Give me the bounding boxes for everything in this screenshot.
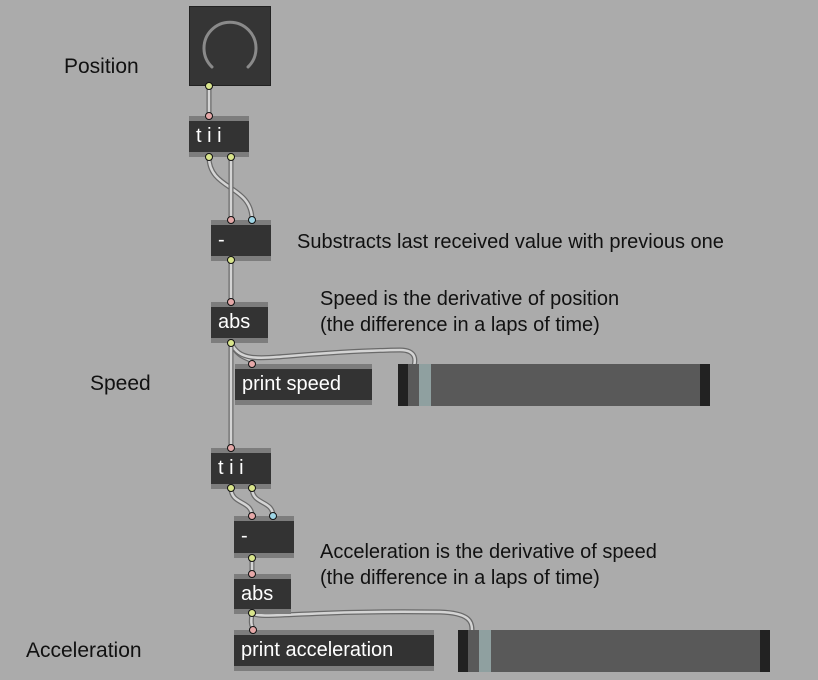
slider-left-cap [458,630,468,672]
minus-object-1[interactable]: - [211,220,271,261]
dial-outlet[interactable] [205,82,213,90]
minus2-outlet[interactable] [248,554,256,562]
speed-slider-knob[interactable] [419,364,431,406]
comment-accel-line2: (the difference in a laps of time) [320,567,600,589]
label-position: Position [64,55,139,78]
slider-right-cap [700,364,710,406]
dial-arc-icon [202,20,258,69]
print-acceleration-inlet[interactable] [249,626,257,634]
minus2-inlet-right[interactable] [269,512,277,520]
minus1-inlet-left[interactable] [227,216,235,224]
abs2-outlet[interactable] [248,609,256,617]
label-speed: Speed [90,372,151,395]
minus1-outlet[interactable] [227,256,235,264]
acceleration-slider[interactable] [458,630,770,672]
trigger1-inlet[interactable] [205,112,213,120]
speed-slider[interactable] [398,364,710,406]
trigger2-inlet[interactable] [227,444,235,452]
trigger-object-1[interactable]: t i i [189,116,249,157]
slider-right-cap [760,630,770,672]
slider-left-cap [398,364,408,406]
print-acceleration-object[interactable]: print acceleration [234,630,434,671]
minus1-inlet-right[interactable] [248,216,256,224]
abs-object-2[interactable]: abs [234,574,291,614]
label-acceleration: Acceleration [26,639,142,662]
abs1-outlet[interactable] [227,339,235,347]
trigger-object-2[interactable]: t i i [211,448,271,489]
acceleration-slider-knob[interactable] [479,630,491,672]
comment-speed-line2: (the difference in a laps of time) [320,314,600,336]
comment-speed-line1: Speed is the derivative of position [320,288,620,310]
position-dial[interactable] [189,6,271,86]
comment-subtract: Substracts last received value with prev… [297,231,724,253]
minus-object-2[interactable]: - [234,516,294,558]
abs-object-1[interactable]: abs [211,302,268,343]
trigger1-outlet-right[interactable] [227,153,235,161]
minus2-inlet-left[interactable] [248,512,256,520]
abs1-inlet[interactable] [227,298,235,306]
trigger2-outlet-left[interactable] [227,484,235,492]
comment-accel-line1: Acceleration is the derivative of speed [320,541,657,563]
trigger2-outlet-right[interactable] [248,484,256,492]
abs2-inlet[interactable] [248,570,256,578]
trigger1-outlet-left[interactable] [205,153,213,161]
print-speed-inlet[interactable] [248,360,256,368]
print-speed-object[interactable]: print speed [235,364,372,405]
